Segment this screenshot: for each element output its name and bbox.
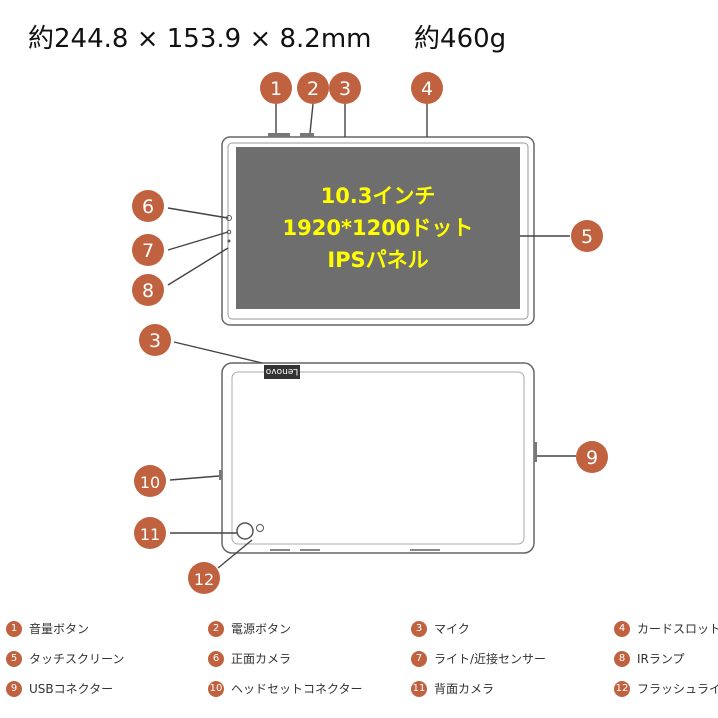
svg-text:10: 10 — [140, 473, 160, 492]
leader-lines — [167, 103, 576, 569]
touch-screen — [236, 147, 520, 309]
callout-2: 2 — [297, 72, 329, 104]
dimensions-weight-text: 約244.8 × 153.9 × 8.2mm 約460g — [28, 24, 507, 54]
screen-size-text: 10.3インチ — [321, 184, 436, 208]
svg-text:9: 9 — [586, 447, 598, 469]
screen-resolution-text: 1920*1200ドット — [283, 216, 474, 240]
callout-7: 7 — [132, 234, 164, 266]
callout-8: 8 — [132, 274, 164, 306]
svg-text:3: 3 — [339, 78, 351, 100]
tablet-front-view: 10.3インチ 1920*1200ドット IPSパネル — [221, 133, 535, 326]
svg-text:2: 2 — [307, 78, 319, 100]
tablet-back-view: Lenovo — [219, 362, 537, 554]
svg-text:6: 6 — [142, 196, 154, 218]
callout-3-back: 3 — [139, 324, 171, 356]
svg-text:7: 7 — [142, 240, 154, 262]
legend-item-12: 12フラッシュライト — [614, 680, 718, 697]
usb-port — [534, 442, 537, 462]
lenovo-logo — [264, 365, 300, 379]
screen-panel-text: IPSパネル — [327, 248, 428, 272]
callout-3: 3 — [329, 72, 361, 104]
svg-text:1: 1 — [270, 78, 282, 100]
callout-5: 5 — [571, 220, 603, 252]
callout-1: 1 — [260, 72, 292, 104]
svg-text:11: 11 — [140, 525, 160, 544]
svg-text:8: 8 — [142, 280, 154, 302]
callout-11: 11 — [134, 517, 166, 549]
svg-text:4: 4 — [421, 78, 433, 100]
headset-jack — [219, 470, 222, 480]
svg-text:3: 3 — [149, 330, 161, 352]
volume-button — [268, 133, 290, 137]
callout-10: 10 — [134, 465, 166, 497]
callout-6: 6 — [132, 190, 164, 222]
callout-badges: 1 2 3 4 5 6 7 8 3 9 10 11 12 — [132, 72, 608, 594]
callout-12: 12 — [188, 562, 220, 594]
ir-lamp — [227, 239, 231, 243]
callout-4: 4 — [411, 72, 443, 104]
svg-text:5: 5 — [581, 226, 593, 248]
callout-9: 9 — [576, 441, 608, 473]
power-button — [300, 133, 314, 137]
brand-text: Lenovo — [265, 366, 298, 376]
flash-light — [256, 524, 264, 532]
svg-text:12: 12 — [194, 570, 214, 589]
rear-camera — [236, 522, 254, 540]
